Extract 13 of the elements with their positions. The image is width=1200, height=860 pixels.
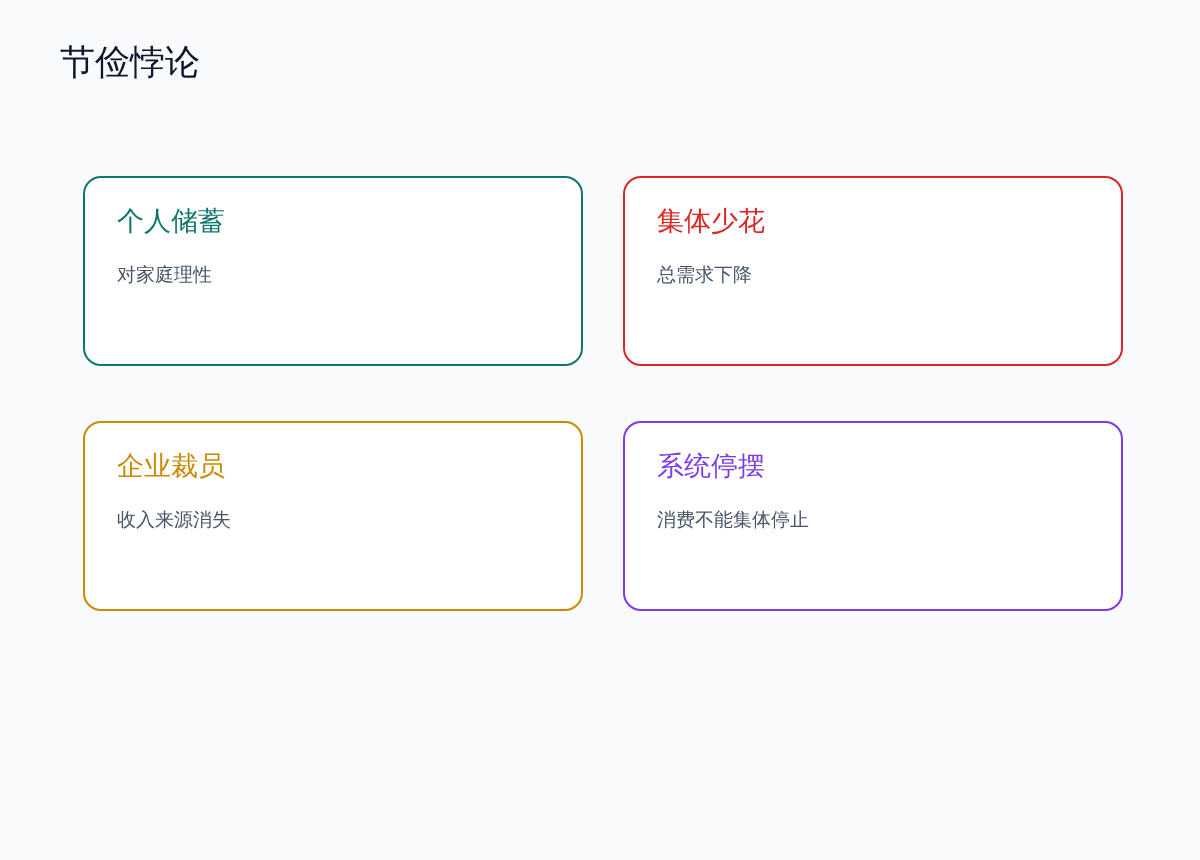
card-text: 总需求下降 <box>657 262 752 287</box>
card <box>83 176 583 366</box>
card-text: 收入来源消失 <box>117 507 231 532</box>
page-title: 节俭悖论 <box>60 41 200 84</box>
card-heading: 个人储蓄 <box>117 204 225 238</box>
card <box>83 421 583 611</box>
card-heading: 集体少花 <box>657 204 765 238</box>
card <box>623 421 1123 611</box>
card-heading: 系统停摆 <box>657 449 765 483</box>
card-text: 对家庭理性 <box>117 262 212 287</box>
card-heading: 企业裁员 <box>117 449 225 483</box>
card <box>623 176 1123 366</box>
card-text: 消费不能集体停止 <box>657 507 809 532</box>
